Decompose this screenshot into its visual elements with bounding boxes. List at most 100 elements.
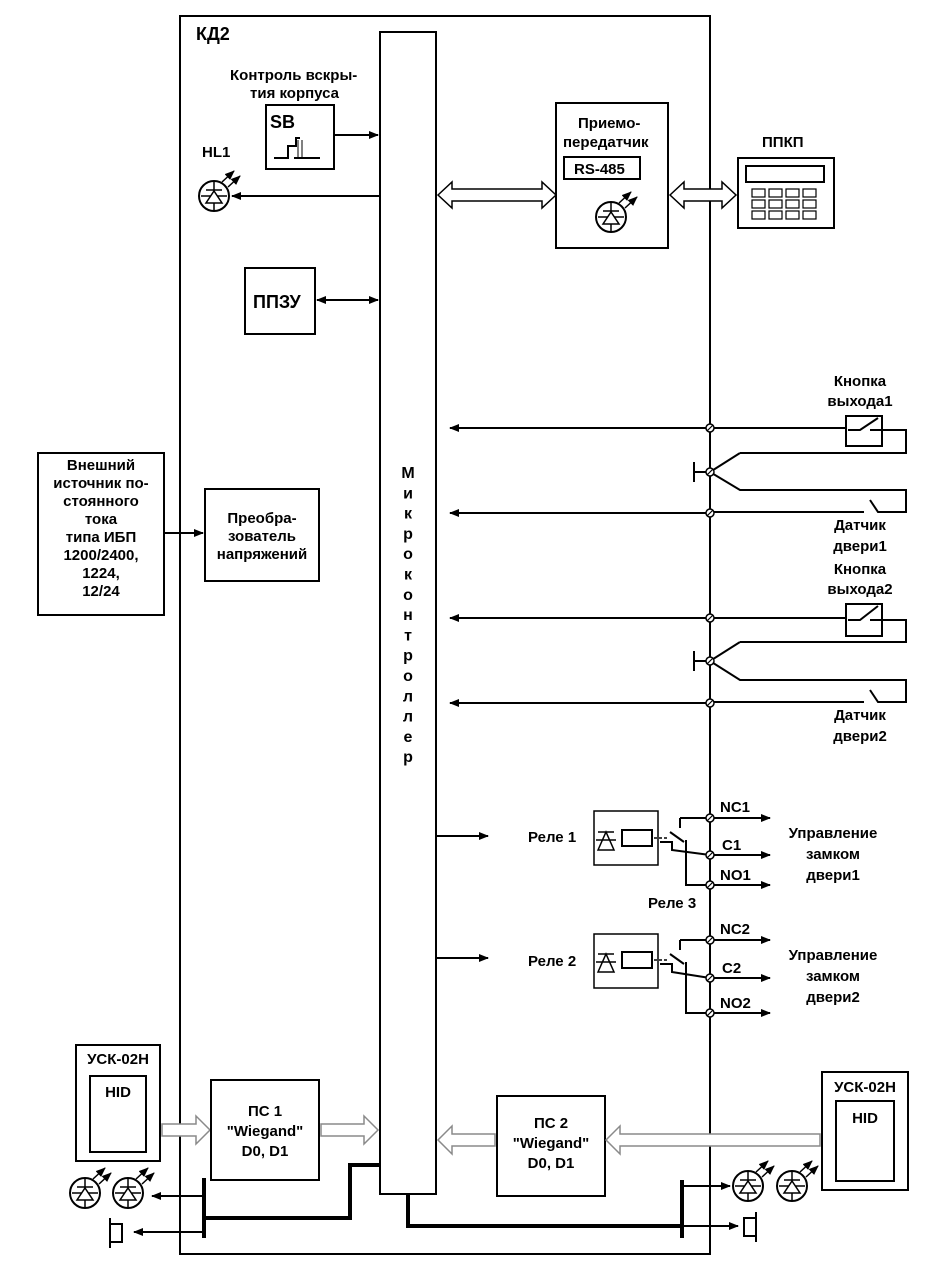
lock1-label-line2: замком xyxy=(806,846,860,863)
ps2-block xyxy=(496,1095,606,1197)
ext-power-line8: 12/24 xyxy=(82,583,120,600)
microcontroller-letter: о xyxy=(403,587,413,604)
converter-line1: Преобра- xyxy=(227,510,296,527)
ps1-block xyxy=(210,1079,320,1181)
microcontroller-letter: о xyxy=(403,668,413,685)
exit1-label-line2: выхода1 xyxy=(827,393,892,410)
ppkp-key xyxy=(785,188,800,198)
microcontroller-letter: о xyxy=(403,546,413,563)
hid-right-label: HID xyxy=(852,1110,878,1127)
ps1-to-mcu-arrow xyxy=(320,1114,380,1146)
door2-label-line2: двери2 xyxy=(833,728,887,745)
mcu-transceiver-bus-arrow xyxy=(436,180,558,210)
ppkp-key xyxy=(751,199,766,209)
ps2-line3: D0, D1 xyxy=(528,1155,575,1172)
ppkp-key xyxy=(802,188,817,198)
ps2-line1: ПС 2 xyxy=(534,1115,568,1132)
relay1-label: Реле 1 xyxy=(528,829,576,846)
microcontroller-letter: к xyxy=(404,506,413,523)
ext-power-line3: стоянного xyxy=(63,493,139,510)
ext-power-line1: Внешний xyxy=(67,457,135,474)
reader-right-to-ps2-arrow xyxy=(604,1124,821,1156)
microcontroller-letter: н xyxy=(403,607,413,624)
ps1-line2: "Wiegand" xyxy=(227,1123,304,1140)
exit1-label-line1: Кнопка xyxy=(834,373,887,390)
lock2-label-line1: Управление xyxy=(789,947,878,964)
ppkp-key xyxy=(768,199,783,209)
exit2-label-line1: Кнопка xyxy=(834,561,887,578)
hl1-label: HL1 xyxy=(202,144,230,161)
right-led1-icon xyxy=(733,1161,774,1201)
left-buzzer-icon xyxy=(109,1223,123,1243)
microcontroller-letter: р xyxy=(403,526,413,543)
microcontroller-letter: р xyxy=(403,749,413,766)
ppzu-label: ППЗУ xyxy=(253,292,301,312)
kd2-title: КД2 xyxy=(196,24,230,44)
door1-label-line1: Датчик xyxy=(834,517,886,534)
ppkp-keys xyxy=(751,188,817,220)
rs485-label: RS-485 xyxy=(574,161,625,178)
microcontroller-letter: р xyxy=(403,648,413,665)
ppkp-label: ППКП xyxy=(762,134,804,151)
sb-label: SB xyxy=(270,112,295,132)
ppkp-key xyxy=(785,210,800,220)
transceiver-label-line2: передатчик xyxy=(563,134,649,151)
ext-power-line6: 1200/2400, xyxy=(63,547,138,564)
c2-label: C2 xyxy=(722,960,741,977)
converter-line2: зователь xyxy=(228,528,296,545)
door1-sensor-icon xyxy=(708,452,907,513)
hid-left-label: HID xyxy=(105,1084,131,1101)
lock1-label-line3: двери1 xyxy=(806,867,860,884)
door2-sensor-icon xyxy=(708,641,907,703)
ps1-line3: D0, D1 xyxy=(242,1143,289,1160)
ps1-line1: ПС 1 xyxy=(248,1103,282,1120)
ppkp-key xyxy=(751,210,766,220)
ps2-to-mcu-arrow xyxy=(436,1124,496,1156)
tamper-label-line1: Контроль вскры- xyxy=(230,67,357,84)
right-led2-icon xyxy=(777,1161,818,1201)
rs485-box xyxy=(563,156,641,180)
tamper-label-line2: тия корпуса xyxy=(250,85,340,102)
relay2-label: Реле 2 xyxy=(528,953,576,970)
hid-right-box xyxy=(835,1100,895,1182)
microcontroller-letter: т xyxy=(404,627,412,644)
ppkp-key xyxy=(802,199,817,209)
voltage-converter-block xyxy=(204,488,320,582)
ext-power-line5: типа ИБП xyxy=(66,529,136,546)
lock2-label-line2: замком xyxy=(806,968,860,985)
ext-power-line7: 1224, xyxy=(82,565,120,582)
left-led2-icon xyxy=(113,1168,154,1208)
converter-line3: напряжений xyxy=(217,546,307,563)
microcontroller-block xyxy=(379,31,437,1195)
relay2-icon xyxy=(593,933,659,989)
no1-label: NO1 xyxy=(720,867,751,884)
transceiver-ppkp-bus-arrow xyxy=(668,180,738,210)
ppkp-key xyxy=(802,210,817,220)
microcontroller-letter: е xyxy=(404,729,413,746)
microcontroller-letter: к xyxy=(404,567,413,584)
reader-left-to-ps1-arrow xyxy=(161,1114,212,1146)
door1-label-line2: двери1 xyxy=(833,538,887,555)
external-power-block xyxy=(37,452,165,616)
relay3-label: Реле 3 xyxy=(648,895,696,912)
nc1-label: NC1 xyxy=(720,799,750,816)
ppkp-key xyxy=(785,199,800,209)
left-indicator-bus xyxy=(204,1163,380,1220)
ppkp-key xyxy=(751,188,766,198)
lock1-label-line1: Управление xyxy=(789,825,878,842)
reader-right-label: УСК-02Н xyxy=(834,1079,896,1096)
ps2-line2: "Wiegand" xyxy=(513,1135,590,1152)
nc2-label: NC2 xyxy=(720,921,750,938)
hid-left-box xyxy=(89,1075,147,1153)
relay1-icon xyxy=(593,810,659,866)
left-led1-icon xyxy=(70,1168,111,1208)
ext-power-line2: источник по- xyxy=(53,475,148,492)
microcontroller-letter: л xyxy=(403,688,413,705)
exit2-label-line2: выхода2 xyxy=(827,581,892,598)
microcontroller-letter: и xyxy=(403,485,413,502)
ppzu-block xyxy=(244,267,316,335)
no2-label: NO2 xyxy=(720,995,751,1012)
ppkp-key xyxy=(768,210,783,220)
